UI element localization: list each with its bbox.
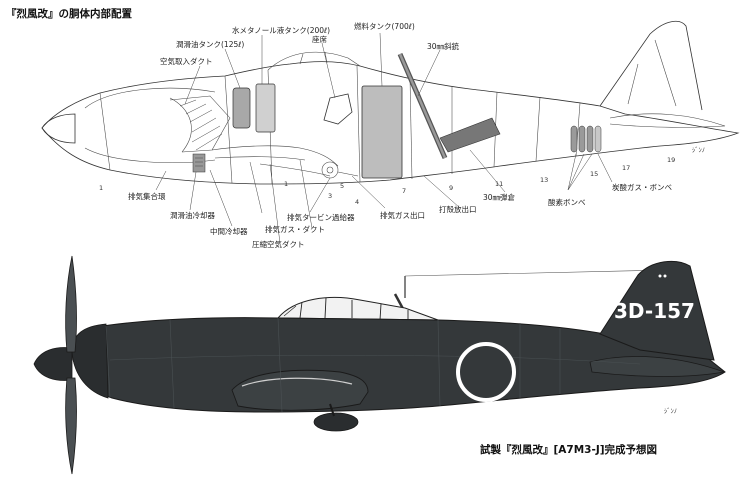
label-oil-cooler: 潤滑油冷却器: [170, 210, 215, 220]
label-oxygen-bottle: 酸素ボンベ: [548, 197, 586, 207]
label-exhaust-gas-duct: 排気ガス・ダクト: [265, 224, 325, 234]
frame-number: 17: [622, 164, 630, 172]
label-intercooler: 中間冷却器: [210, 226, 248, 236]
frame-number: 13: [540, 176, 548, 184]
top-title: 『烈風改』の胴体内部配置: [6, 7, 132, 20]
label-exhaust-gas-outlet: 排気ガス出口: [380, 210, 425, 220]
label-ejection-port: 打殻放出口: [439, 204, 477, 214]
frame-number: 1: [284, 180, 288, 188]
label-30mm-ammo: 30㎜弾倉: [483, 192, 516, 202]
internal-components: [84, 53, 602, 179]
tail-code: 3D-157: [614, 299, 695, 323]
propeller-blade-lower: [65, 377, 77, 475]
signature-bottom: ｼﾞﾝﾉ: [664, 407, 677, 415]
vertical-fin: [599, 260, 715, 361]
label-water-methanol-tank: 水メタノール液タンク(200ℓ): [232, 25, 330, 35]
frame-numbers: 1 1 3 4 5 7 9 11 13 15 17 19: [99, 156, 675, 206]
side-profile: 3D-157: [33, 255, 726, 475]
label-co2-bottle: 炭酸ガス・ボンベ: [612, 182, 672, 192]
frame-number: 15: [590, 170, 598, 178]
frame-number: 4: [355, 198, 359, 206]
label-fuel-tank: 燃料タンク(700ℓ): [354, 21, 415, 31]
frame-number: 11: [495, 180, 503, 188]
label-air-intake-duct: 空気取入ダクト: [160, 56, 213, 66]
signature-top: ｼﾞﾝﾉ: [692, 146, 705, 154]
frame-number: 19: [667, 156, 675, 164]
label-compressed-air-duct: 圧縮空気ダクト: [252, 239, 305, 249]
component-labels: 水メタノール液タンク(200ℓ) 潤滑油タンク(125ℓ) 空気取入ダクト 座席…: [128, 21, 672, 249]
frame-number: 3: [328, 192, 332, 200]
frame-number: 9: [449, 184, 453, 192]
propeller-blade-upper: [65, 255, 77, 353]
label-exhaust-collector: 排気集合環: [128, 191, 166, 201]
label-30mm-gun: 30㎜斜銃: [427, 41, 460, 51]
frame-number: 5: [340, 182, 344, 190]
leader-lines: [155, 32, 613, 244]
bottom-title: 試製『烈風改』[A7M3-J]完成予想図: [480, 443, 657, 456]
hinomaru: [456, 342, 516, 402]
label-exhaust-turbine-supercharger: 排気タービン過給器: [287, 212, 355, 222]
label-seat: 座席: [312, 34, 327, 44]
frame-number: 1: [99, 184, 103, 192]
label-lube-oil-tank: 潤滑油タンク(125ℓ): [176, 39, 244, 49]
frame-number: 7: [402, 187, 406, 195]
